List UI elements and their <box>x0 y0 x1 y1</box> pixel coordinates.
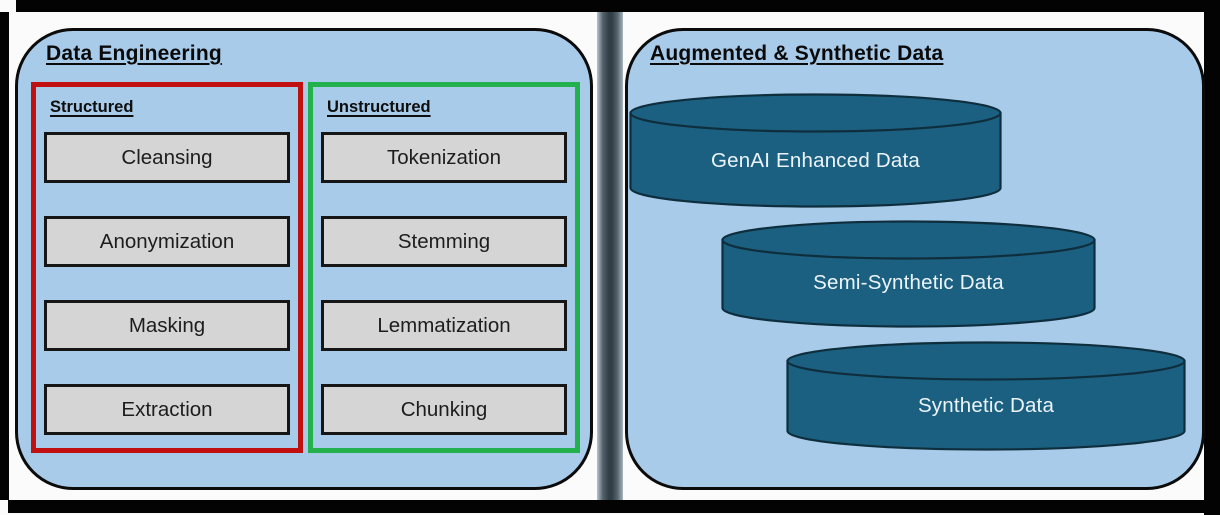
unstructured-group: Unstructured Tokenization Stemming Lemma… <box>308 82 580 453</box>
cylinder-label: Semi-Synthetic Data <box>813 271 1004 294</box>
process-box-cleansing: Cleansing <box>44 132 290 183</box>
cylinder-label: Synthetic Data <box>917 394 1055 417</box>
cylinder-synthetic-data: Synthetic Data <box>786 341 1186 451</box>
process-box-stemming: Stemming <box>321 216 567 267</box>
augmented-synthetic-panel: Augmented & Synthetic Data GenAI Enhance… <box>625 28 1205 490</box>
data-engineering-panel: Data Engineering Structured Cleansing An… <box>15 28 593 490</box>
unstructured-heading: Unstructured <box>327 98 431 116</box>
process-box-anonymization: Anonymization <box>44 216 290 267</box>
group-columns: Structured Cleansing Anonymization Maski… <box>31 82 580 453</box>
frame-strip-right <box>1204 0 1220 515</box>
database-cylinder-icon <box>721 220 1096 328</box>
frame-strip-left <box>0 12 9 500</box>
structured-group: Structured Cleansing Anonymization Maski… <box>31 82 303 453</box>
cylinder-semi-synthetic-data: Semi-Synthetic Data <box>721 220 1096 328</box>
process-box-tokenization: Tokenization <box>321 132 567 183</box>
structured-heading: Structured <box>50 98 134 116</box>
data-engineering-title: Data Engineering <box>46 42 222 65</box>
database-cylinder-icon <box>786 341 1186 451</box>
frame-strip-top <box>16 0 1206 12</box>
cylinder-genai-enhanced-data: GenAI Enhanced Data <box>629 93 1002 208</box>
cylinder-label: GenAI Enhanced Data <box>711 148 920 172</box>
database-cylinder-icon <box>629 93 1002 208</box>
process-box-lemmatization: Lemmatization <box>321 300 567 351</box>
frame-strip-bottom <box>8 500 1206 513</box>
process-box-extraction: Extraction <box>44 384 290 435</box>
process-box-masking: Masking <box>44 300 290 351</box>
process-box-chunking: Chunking <box>321 384 567 435</box>
augmented-synthetic-title: Augmented & Synthetic Data <box>650 42 944 65</box>
panel-divider <box>597 12 623 500</box>
